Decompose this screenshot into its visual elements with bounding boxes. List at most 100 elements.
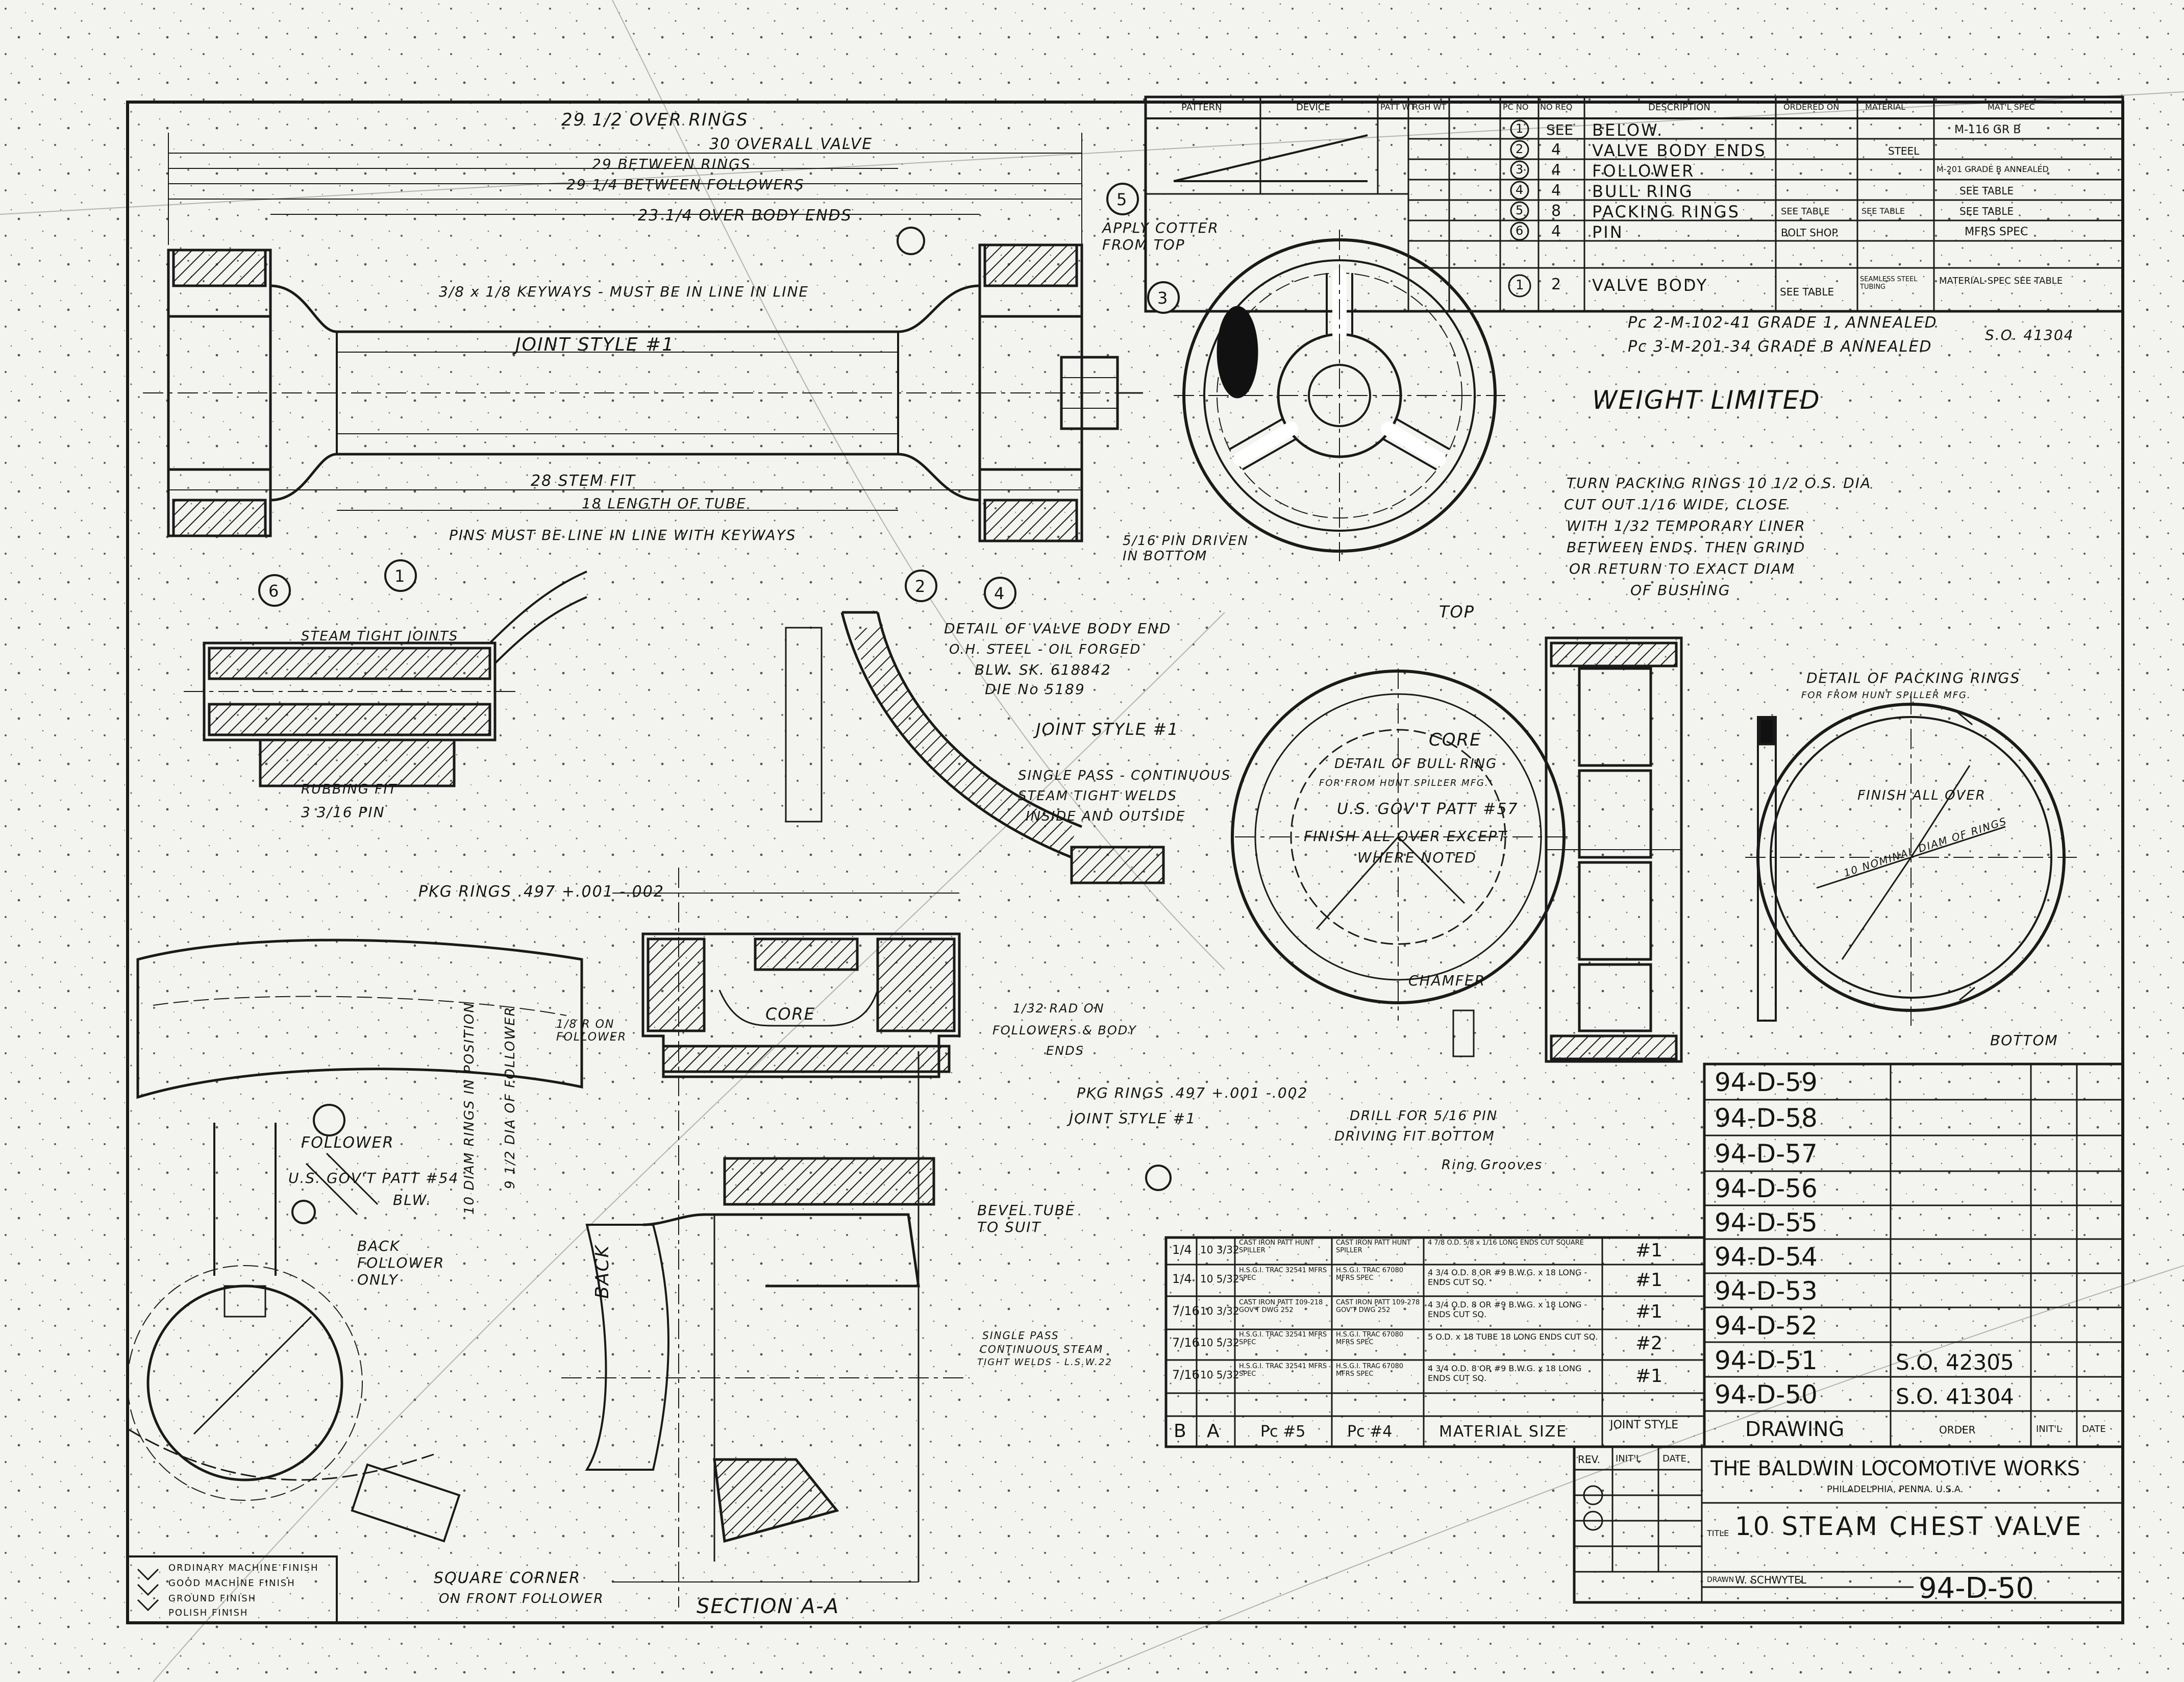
valve-side-elevation — [143, 133, 1143, 542]
dwg-row-2: 94-D-58 — [1715, 1103, 1818, 1133]
mat-row-5-a: 10 5/32 — [1200, 1369, 1239, 1381]
label-back-follower: BACK FOLLOWER ONLY — [357, 1238, 445, 1288]
label-finish-all-over-2: FINISH ALL OVER — [1857, 788, 1986, 803]
label-detail-valve-end: DETAIL OF VALVE BODY END — [944, 620, 1172, 637]
label-on-front: ON FRONT FOLLOWER — [439, 1591, 604, 1606]
parts-row-4-spec: SEE TABLE — [1959, 185, 2014, 197]
label-rubbing-fit: RUBBING FIT — [301, 782, 398, 797]
label-blw: BLW. — [393, 1192, 432, 1208]
label-bottom: BOTTOM — [1990, 1032, 2058, 1049]
label-single-pass: SINGLE PASS - CONTINUOUS — [1018, 768, 1231, 783]
label-length-of-tube: 18 LENGTH OF TUBE — [582, 495, 747, 512]
label-rad-follower: 1/8 R ON FOLLOWER — [556, 1018, 627, 1044]
balloon-2: 2 — [915, 577, 926, 596]
dwg-row-7: 94-D-53 — [1715, 1276, 1818, 1306]
label-continuous-2: CONTINUOUS STEAM — [980, 1343, 1104, 1355]
parts-row-3-req: 4 — [1551, 161, 1561, 179]
label-us-govt-57: U.S. GOV'T PATT #57 — [1337, 800, 1519, 818]
parts-header-description: DESCRIPTION — [1648, 102, 1710, 113]
mat-footer-joint: JOINT STYLE — [1610, 1419, 1679, 1431]
label-joint-style-1: JOINT STYLE #1 — [515, 334, 675, 355]
parts-row-1-req: SEE — [1546, 121, 1574, 138]
mat-row-5-pc4: H.S.G.I. TRAC 67080 MFRS SPEC — [1336, 1363, 1404, 1378]
parts-note-1: Pc 2-M-102-41 GRADE 1, ANNEALED — [1628, 314, 1938, 332]
dwg-row-9-order: S.O. 42305 — [1896, 1350, 2014, 1375]
parts-so-ref: S.O. 41304 — [1985, 327, 2074, 343]
parts-row-5-pc: 5 — [1516, 203, 1524, 217]
label-square-corner: SQUARE CORNER — [434, 1569, 581, 1587]
label-pins-in-line: PINS MUST BE LINE IN LINE WITH KEYWAYS — [449, 527, 797, 543]
mat-row-5-pc5: H.S.G.I. TRAC 32541 MFRS SPEC — [1239, 1363, 1327, 1378]
parts-note-2: Pc 3-M-201-34 GRADE B ANNEALED — [1628, 338, 1932, 356]
mat-row-3-joint: #1 — [1635, 1301, 1663, 1322]
parts-header-ordered-on: ORDERED ON — [1783, 102, 1840, 112]
parts-row-5-spec: SEE TABLE — [1959, 205, 2014, 217]
label-tight-welds-2: TIGHT WELDS - L.S.W.22 — [977, 1357, 1112, 1368]
parts-row-5-material: SEE TABLE — [1862, 206, 1905, 216]
label-stem-fit: 28 STEM FIT — [531, 472, 636, 490]
mat-row-2-a: 10 5/32 — [1200, 1273, 1239, 1285]
parts-row-3-desc: FOLLOWER — [1592, 161, 1695, 181]
mat-row-2-joint: #1 — [1635, 1270, 1663, 1291]
mat-row-3-pc5: CAST IRON PATT 109-218 GOV'T DWG 252 — [1239, 1299, 1323, 1314]
parts-row-2-pc: 2 — [1516, 142, 1524, 156]
label-between-ends: BETWEEN ENDS. THEN GRIND — [1567, 539, 1806, 556]
dwg-row-3: 94-D-57 — [1715, 1139, 1818, 1169]
label-driving-fit: DRIVING FIT BOTTOM — [1334, 1129, 1495, 1144]
company-city: PHILADELPHIA, PENNA. U.S.A. — [1827, 1484, 1964, 1495]
label-return-diam: OR RETURN TO EXACT DIAM — [1569, 560, 1796, 577]
parts-row-2-desc: VALVE BODY ENDS — [1592, 141, 1767, 160]
parts-row-5-ordered: SEE TABLE — [1781, 206, 1830, 217]
mat-row-2-pc5: H.S.G.I. TRAC 32541 MFRS SPEC — [1239, 1267, 1327, 1282]
label-finish-all-over: FINISH ALL OVER EXCEPT — [1304, 828, 1508, 845]
parts-row-7-material: SEAMLESS STEEL TUBING — [1860, 276, 1918, 291]
parts-header-pc-no: PC NO — [1503, 102, 1529, 112]
item-balloons — [258, 183, 1180, 1224]
parts-row-5-desc: PACKING RINGS — [1592, 202, 1740, 221]
parts-row-7-desc: VALVE BODY — [1592, 276, 1708, 295]
label-cut-out: CUT OUT 1/16 WIDE, CLOSE — [1564, 496, 1789, 513]
label-steam-welds: STEAM TIGHT WELDS — [1018, 788, 1177, 804]
parts-row-6-spec: MFRS SPEC — [1965, 226, 2028, 238]
mat-footer-pc4: Pc #4 — [1347, 1423, 1393, 1441]
balloon-6: 6 — [268, 581, 279, 601]
label-steam-tight: STEAM TIGHT JOINTS — [301, 629, 459, 644]
label-where-noted: WHERE NOTED — [1357, 849, 1477, 866]
label-dia-follower: 9 1/2 DIA OF FOLLOWER — [503, 1006, 518, 1189]
label-weight-limited: WEIGHT LIMITED — [1592, 385, 1821, 415]
parts-row-7-ordered: SEE TABLE — [1780, 286, 1834, 298]
label-packing-sub: FOR FROM HUNT SPILLER MFG. — [1801, 690, 1971, 701]
mat-row-1-pc4: CAST IRON PATT HUNT SPILLER — [1336, 1239, 1411, 1254]
label-diam-rings-pos: 10 DIAM RINGS IN POSITION — [462, 1002, 477, 1215]
mat-row-1-joint: #1 — [1635, 1240, 1663, 1261]
valve-end-view — [1174, 230, 1505, 561]
parts-list-table — [1144, 95, 2124, 313]
mat-footer-size: MATERIAL SIZE — [1439, 1423, 1568, 1441]
label-joint-style-1b: JOINT STYLE #1 — [1036, 720, 1179, 739]
dwg-row-8: 94-D-52 — [1715, 1311, 1818, 1341]
label-ends: ENDS — [1046, 1044, 1084, 1058]
parts-row-6-ordered: BOLT SHOP — [1781, 227, 1838, 239]
company-name: THE BALDWIN LOCOMOTIVE WORKS — [1710, 1457, 2080, 1480]
mat-row-1-pc5: CAST IRON PATT HUNT SPILLER — [1239, 1239, 1314, 1254]
mat-row-2-pc4: H.S.G.I. TRAC 67080 MFRS SPEC — [1336, 1267, 1404, 1282]
label-pkg-rings-1: PKG RINGS .497 +.001 -.002 — [418, 883, 664, 901]
parts-row-6-req: 4 — [1551, 222, 1561, 240]
title-block-grid — [1573, 1445, 2124, 1604]
legend-ground: GROUND FINISH — [168, 1593, 257, 1604]
parts-row-5-req: 8 — [1551, 202, 1561, 220]
parts-row-4-pc: 4 — [1516, 183, 1524, 197]
balloon-3: 3 — [1157, 288, 1168, 308]
bull-ring-section — [1545, 636, 1777, 1063]
dwg-row-10: 94-D-50 — [1715, 1380, 1818, 1409]
parts-row-1-spec: M-116 GR B — [1954, 123, 2021, 136]
parts-row-4-desc: BULL RING — [1592, 182, 1694, 201]
balloon-5: 5 — [1116, 190, 1127, 209]
label-oh-steel: O.H. STEEL - OIL FORGED — [949, 642, 1141, 657]
title-label: TITLE — [1707, 1528, 1729, 1538]
parts-header-matl-spec: MAT'L SPEC — [1988, 102, 2035, 112]
dwg-row-6: 94-D-54 — [1715, 1242, 1818, 1272]
parts-row-3-pc: 3 — [1516, 162, 1524, 177]
label-over-body-ends: 23 1/4 OVER BODY ENDS — [638, 207, 852, 225]
